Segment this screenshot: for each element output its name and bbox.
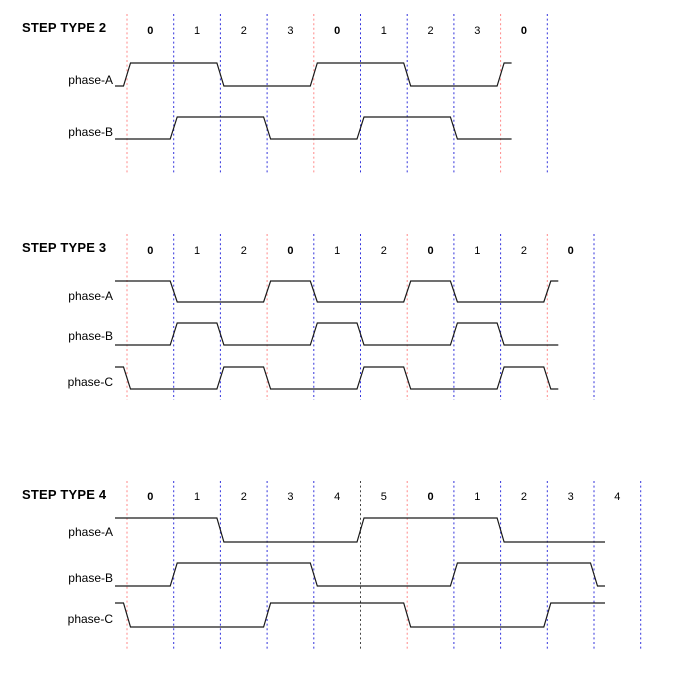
step-number-label: 4 [614, 491, 621, 503]
step-number-label: 0 [427, 491, 434, 503]
step-number-label: 0 [287, 245, 294, 257]
step-number-label: 3 [287, 25, 294, 37]
waveform-phase-b [115, 322, 559, 346]
waveform-phase-a [115, 517, 605, 543]
waveform-phase-a [115, 62, 512, 87]
phase-label-phase-c: phase-C [67, 612, 113, 626]
phase-label-phase-a: phase-A [68, 73, 113, 87]
step-number-label: 2 [240, 25, 247, 37]
step-number-label: 4 [334, 491, 341, 503]
step-number-label: 1 [193, 25, 201, 37]
waveform-phase-a [115, 280, 559, 303]
step-number-label: 0 [147, 245, 154, 257]
phase-label-phase-a: phase-A [68, 525, 113, 539]
step-number-label: 3 [474, 25, 481, 37]
phase-label-phase-c: phase-C [67, 375, 113, 389]
phase-label-phase-b: phase-B [68, 329, 113, 343]
waveform-phase-c [115, 366, 559, 390]
step-number-label: 0 [147, 491, 154, 503]
step-number-label: 3 [287, 491, 294, 503]
step-number-label: 5 [380, 491, 387, 503]
step-number-label: 1 [193, 491, 201, 503]
step-number-label: 1 [193, 245, 201, 257]
step-number-label: 2 [427, 25, 434, 37]
step-number-label: 0 [147, 25, 154, 37]
step-number-label: 0 [520, 25, 527, 37]
section-title: STEP TYPE 2 [22, 20, 107, 35]
step-number-label: 0 [567, 245, 574, 257]
step-number-label: 2 [240, 491, 247, 503]
section-title: STEP TYPE 4 [22, 487, 107, 502]
step-number-label: 2 [380, 245, 387, 257]
phase-label-phase-a: phase-A [68, 289, 113, 303]
step-number-label: 1 [474, 245, 481, 257]
step-number-label: 1 [380, 25, 387, 37]
step-number-label: 2 [520, 245, 527, 257]
step-number-label: 0 [334, 25, 341, 37]
waveform-phase-c [115, 602, 605, 628]
step-number-label: 0 [427, 245, 434, 257]
step-number-label: 1 [474, 491, 481, 503]
phase-label-phase-b: phase-B [68, 125, 113, 139]
waveform-phase-b [115, 562, 605, 587]
section-title: STEP TYPE 3 [22, 240, 107, 255]
waveform-phase-b [115, 116, 512, 140]
step-number-label: 2 [520, 491, 527, 503]
step-number-label: 1 [334, 245, 341, 257]
phase-label-phase-b: phase-B [68, 571, 113, 585]
step-number-label: 2 [240, 245, 247, 257]
step-number-label: 3 [567, 491, 574, 503]
